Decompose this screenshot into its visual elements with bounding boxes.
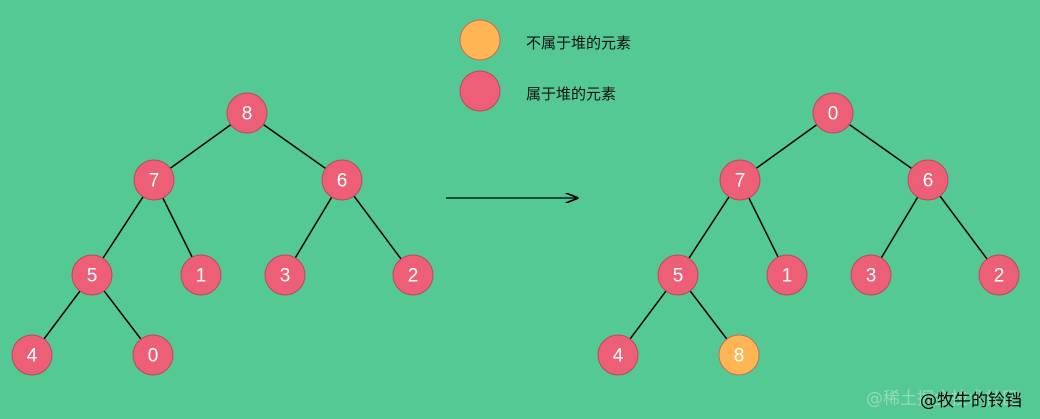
node-value: 8 [242,104,253,125]
node-not-in-heap [718,334,760,376]
heap-node [132,334,174,376]
heap-node [71,254,113,296]
heap-node [597,334,639,376]
heap-node [264,254,306,296]
node-value: 3 [866,266,877,287]
legend-label-heap: 属于堆的元素 [526,85,617,103]
node-value: 7 [735,171,746,192]
node-value: 2 [408,266,419,287]
legend-label-not-heap: 不属于堆的元素 [526,34,632,52]
heap-node [907,159,949,201]
heap-node [850,254,892,296]
node-value: 5 [87,266,98,287]
heap-node [657,254,699,296]
heap-node [11,334,53,376]
tree-after: 0 7 6 5 1 3 2 4 8 [597,92,1020,376]
platform-watermark: @稀土掘金技术社区 [866,389,1019,409]
legend-heap-swatch [459,70,501,112]
node-value: 2 [994,266,1005,287]
node-value: 4 [27,346,38,367]
heap-node [392,254,434,296]
heap-node [133,159,175,201]
legend-not-heap-swatch [459,19,501,61]
heap-node [719,159,761,201]
node-value: 1 [196,266,207,287]
heap-node [766,254,808,296]
node-value: 5 [673,266,684,287]
node-value: 6 [337,171,348,192]
node-value: 0 [828,104,839,125]
node-value: 7 [149,171,160,192]
tree-before: 8 7 6 5 1 3 2 4 0 [11,92,434,376]
node-value: 6 [923,171,934,192]
node-value: 8 [734,346,745,367]
node-value: 4 [613,346,624,367]
heap-node [180,254,222,296]
heap-node [978,254,1020,296]
heap-node [226,92,268,134]
node-value: 1 [782,266,793,287]
heap-node [321,159,363,201]
node-value: 3 [280,266,291,287]
author-watermark: @牧牛的铃铛 [920,391,1022,411]
node-value: 0 [148,346,159,367]
heap-node [812,92,854,134]
